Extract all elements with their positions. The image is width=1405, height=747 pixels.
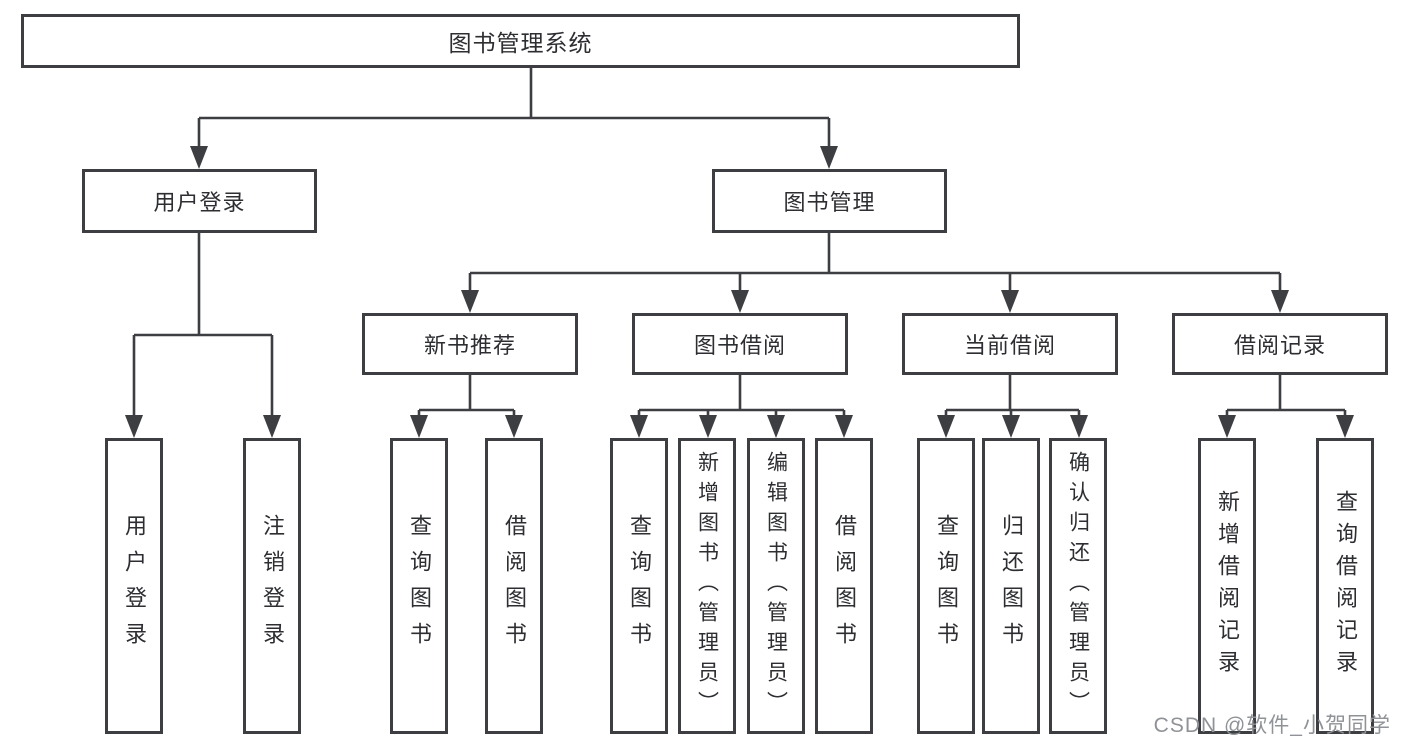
leaf-logout-login-label: 注销登录: [260, 514, 285, 658]
leaf-edit-books-admin-label: 编辑图书（管理员）: [764, 451, 788, 721]
node-root-label: 图书管理系统: [448, 30, 593, 56]
node-book-management: 图书管理: [712, 169, 947, 233]
node-borrow-records-label: 借阅记录: [1233, 333, 1326, 358]
node-current-borrow: 当前借阅: [902, 313, 1118, 375]
node-book-borrow-label: 图书借阅: [693, 333, 786, 358]
node-borrow-records: 借阅记录: [1172, 313, 1388, 375]
leaf-confirm-return-admin: 确认归还（管理员）: [1049, 438, 1107, 734]
node-new-book-recommend-label: 新书推荐: [423, 333, 516, 358]
leaf-query-books-borrow: 查询图书: [610, 438, 668, 734]
leaf-query-borrow-record-label: 查询借阅记录: [1333, 490, 1358, 682]
leaf-add-books-admin-label: 新增图书（管理员）: [695, 451, 719, 721]
leaf-user-login: 用户登录: [105, 438, 163, 734]
leaf-query-books-recommend-label: 查询图书: [407, 514, 432, 658]
node-book-borrow: 图书借阅: [632, 313, 848, 375]
leaf-add-borrow-record-label: 新增借阅记录: [1215, 490, 1240, 682]
leaf-return-books-label: 归还图书: [999, 514, 1024, 658]
leaf-borrow-books-recommend: 借阅图书: [485, 438, 543, 734]
node-current-borrow-label: 当前借阅: [963, 333, 1056, 358]
node-root: 图书管理系统: [21, 14, 1020, 68]
leaf-query-books-current-label: 查询图书: [934, 514, 959, 658]
leaf-query-books-borrow-label: 查询图书: [627, 514, 652, 658]
leaf-query-books-recommend: 查询图书: [390, 438, 448, 734]
leaf-add-borrow-record: 新增借阅记录: [1198, 438, 1256, 734]
node-book-management-label: 图书管理: [783, 190, 876, 215]
leaf-edit-books-admin: 编辑图书（管理员）: [747, 438, 805, 734]
leaf-return-books: 归还图书: [982, 438, 1040, 734]
node-new-book-recommend: 新书推荐: [362, 313, 578, 375]
node-user-login-label: 用户登录: [153, 190, 246, 215]
csdn-watermark: CSDN @软件_小贺同学: [1153, 714, 1391, 737]
leaf-confirm-return-admin-label: 确认归还（管理员）: [1066, 451, 1090, 721]
leaf-borrow-books-label: 借阅图书: [832, 514, 857, 658]
leaf-query-books-current: 查询图书: [917, 438, 975, 734]
leaf-borrow-books: 借阅图书: [815, 438, 873, 734]
leaf-add-books-admin: 新增图书（管理员）: [678, 438, 736, 734]
leaf-logout-login: 注销登录: [243, 438, 301, 734]
node-user-login: 用户登录: [82, 169, 317, 233]
leaf-borrow-books-recommend-label: 借阅图书: [502, 514, 527, 658]
leaf-user-login-label: 用户登录: [122, 514, 147, 658]
leaf-query-borrow-record: 查询借阅记录: [1316, 438, 1374, 734]
